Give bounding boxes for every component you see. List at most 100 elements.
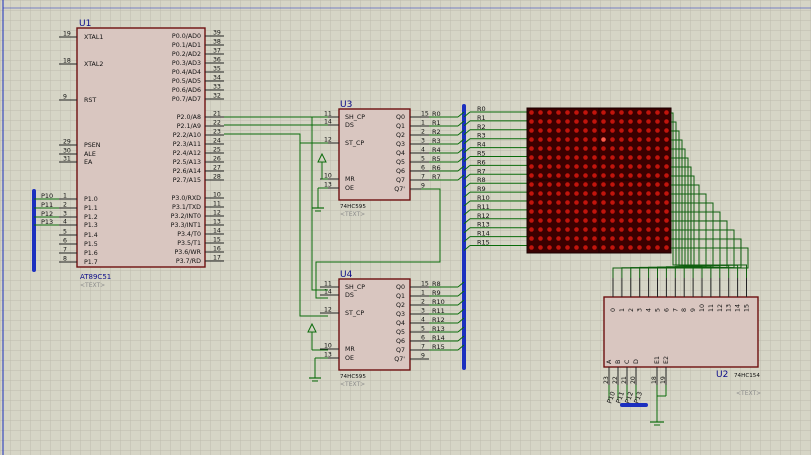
u3-text: <TEXT>: [340, 211, 365, 218]
led-dot: [583, 110, 588, 115]
u1-pin-name: P2.2/A10: [173, 132, 201, 139]
u1-pin-name: P1.0: [84, 196, 98, 203]
led-dot: [547, 128, 552, 133]
u4-net-label: R13: [432, 325, 445, 333]
u3-pin-number: 3: [421, 138, 425, 145]
led-dot: [529, 128, 534, 133]
u4-pin-number: 6: [421, 335, 425, 342]
led-dot: [556, 227, 561, 232]
u3-bus-entry: [457, 138, 465, 145]
led-dot: [655, 182, 660, 187]
u1-pin-name: P0.2/AD2: [172, 51, 201, 58]
matrix-bus-entry: [463, 227, 471, 234]
u1-pin-name: P1.7: [84, 259, 98, 266]
led-dot: [610, 245, 615, 250]
matrix-row-label: R7: [477, 167, 486, 175]
led-dot: [538, 119, 543, 124]
u1-pin-name: P2.7/A15: [173, 177, 201, 184]
led-dot: [565, 182, 570, 187]
u3-pin-name: SH_CP: [345, 114, 365, 121]
led-dot: [646, 155, 651, 160]
u4-bus-entry: [457, 299, 465, 306]
matrix-bus-entry: [463, 120, 471, 127]
led-dot: [529, 155, 534, 160]
led-dot: [574, 110, 579, 115]
u1-pin-number: 26: [213, 156, 221, 163]
u1-text: <TEXT>: [80, 282, 105, 289]
matrix-row-label: R11: [477, 203, 490, 211]
led-dot: [619, 182, 624, 187]
u4-bus-entry: [457, 290, 465, 297]
led-dot: [592, 182, 597, 187]
matrix-bus-entry: [463, 129, 471, 136]
u2-output-name: 14: [735, 304, 742, 312]
led-dot: [574, 182, 579, 187]
led-dot: [601, 218, 606, 223]
led-dot: [646, 164, 651, 169]
matrix-bus-entry: [463, 182, 471, 189]
u3-pin-number: 2: [421, 129, 425, 136]
u1-pin-name: P3.4/T0: [177, 231, 201, 238]
u3-pin-name: Q6: [396, 168, 405, 175]
u2-body: [603, 296, 759, 368]
led-dot: [565, 119, 570, 124]
u2-input-name: E2: [663, 356, 670, 364]
led-dot: [664, 110, 669, 115]
led-dot: [619, 146, 624, 151]
led-dot: [601, 164, 606, 169]
u1-part: AT89C51: [80, 273, 111, 281]
led-dot: [664, 209, 669, 214]
led-dot: [565, 209, 570, 214]
led-dot: [610, 191, 615, 196]
led-dot: [628, 119, 633, 124]
u1-pin-number: 37: [213, 48, 221, 55]
led-dot: [619, 137, 624, 142]
u1-pin-number: 27: [213, 165, 221, 172]
u1-pin-name: EA: [84, 159, 93, 166]
led-dot: [646, 218, 651, 223]
led-dot: [655, 155, 660, 160]
led-dot: [547, 218, 552, 223]
u4-pin-name: DS: [345, 292, 354, 299]
u2-input-pin: 22: [612, 376, 619, 384]
u1-pin-number: 9: [63, 94, 67, 101]
led-dot: [583, 227, 588, 232]
u1-pin-number: 34: [213, 75, 221, 82]
led-dot: [538, 137, 543, 142]
u1-pin-number: 31: [63, 156, 71, 163]
u1-pin-name: P2.3/A11: [173, 141, 201, 148]
led-dot: [655, 137, 660, 142]
led-dot: [529, 245, 534, 250]
led-dot: [529, 110, 534, 115]
u2-input-name: A: [606, 359, 613, 364]
led-dot: [529, 182, 534, 187]
led-dot: [637, 218, 642, 223]
u4-bus-entry: [457, 308, 465, 315]
u1-pin-name: P3.2/INT0: [171, 213, 201, 220]
led-dot: [619, 236, 624, 241]
led-dot: [610, 137, 615, 142]
led-dot: [664, 128, 669, 133]
u1-pin-name: P3.6/WR: [174, 249, 201, 256]
u3-pin-number: 11: [324, 111, 332, 118]
u1-pin-name: P0.4/AD4: [172, 69, 201, 76]
led-dot: [664, 227, 669, 232]
u2-output-name: 8: [681, 308, 688, 312]
led-dot: [601, 182, 606, 187]
led-matrix[interactable]: [526, 107, 672, 254]
led-dot: [565, 218, 570, 223]
u4-pin-number: 15: [421, 281, 429, 288]
u2-output-name: 2: [628, 308, 635, 312]
led-dot: [601, 119, 606, 124]
u1-pin-number: 18: [63, 58, 71, 65]
